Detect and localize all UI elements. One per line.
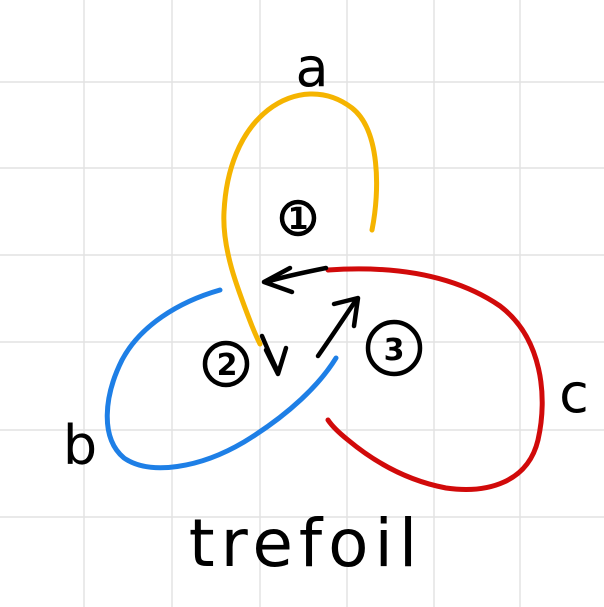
strand-label-b: b xyxy=(63,414,97,477)
strand-b xyxy=(104,287,339,471)
crossing-number-1: 1 xyxy=(288,202,309,237)
crossing-marker-1: 1 xyxy=(279,199,317,237)
strand-label-c: c xyxy=(559,362,589,425)
circle-marker-icon xyxy=(279,199,317,237)
crossing-number-2: 2 xyxy=(217,348,238,383)
circle-marker-icon xyxy=(202,340,250,388)
strand-c xyxy=(325,266,545,492)
crossing-marker-2: 2 xyxy=(202,340,250,388)
diagram-title: trefoil xyxy=(189,505,423,582)
strand-a xyxy=(221,91,380,347)
circle-marker-icon xyxy=(365,319,423,377)
arrow-up-right-icon xyxy=(315,295,361,359)
crossing-number-3: 3 xyxy=(384,333,405,368)
arrow-down-icon xyxy=(259,333,289,377)
arrow-left-icon xyxy=(261,265,329,295)
crossing-marker-3: 3 xyxy=(365,319,423,377)
strand-label-a: a xyxy=(295,36,328,99)
